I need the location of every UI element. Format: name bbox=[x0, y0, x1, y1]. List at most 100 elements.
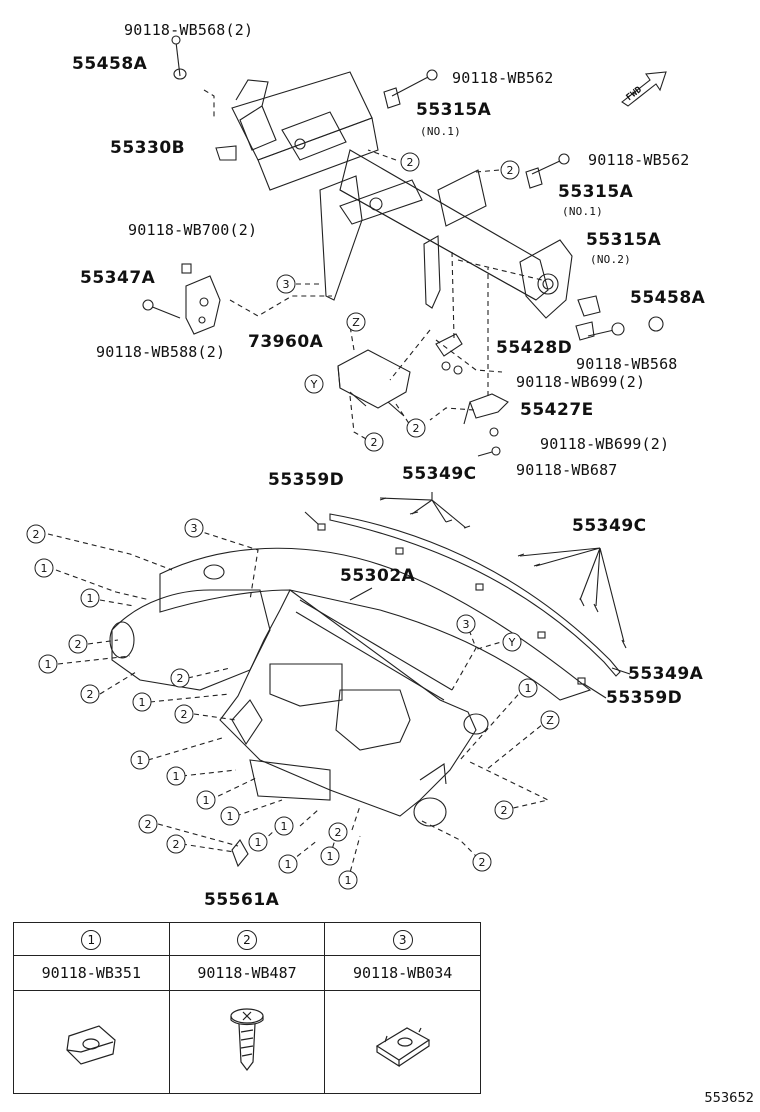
callout-two: 2 bbox=[472, 852, 492, 872]
legend-part-number: 90118-WB034 bbox=[324, 955, 481, 991]
screw-grommet-icon bbox=[230, 1008, 264, 1071]
svg-text:Z: Z bbox=[546, 714, 554, 727]
callout-two: 2 bbox=[68, 634, 88, 654]
clip-nut-icon bbox=[66, 1025, 116, 1065]
svg-text:1: 1 bbox=[139, 696, 146, 709]
svg-text:2: 2 bbox=[507, 164, 514, 177]
svg-text:1: 1 bbox=[281, 820, 288, 833]
u-nut-icon bbox=[375, 1027, 430, 1068]
callout-three: 3 bbox=[456, 614, 476, 634]
callout-two: 2 bbox=[500, 160, 520, 180]
label-73960a: 73960A bbox=[248, 332, 324, 352]
label-90118-wb699-a: 90118-WB699(2) bbox=[516, 373, 646, 391]
callout-y: Y bbox=[304, 374, 324, 394]
callout-z: Z bbox=[346, 312, 366, 332]
callout-two: 2 bbox=[26, 524, 46, 544]
label-no1-b: (NO.1) bbox=[562, 205, 603, 218]
label-55458a-right: 55458A bbox=[630, 288, 706, 308]
callout-two: 2 bbox=[406, 418, 426, 438]
label-90118-wb562-a: 90118-WB562 bbox=[452, 69, 554, 87]
leader-lines-callouts bbox=[47, 529, 550, 881]
svg-text:1: 1 bbox=[87, 592, 94, 605]
svg-text:2: 2 bbox=[371, 436, 378, 449]
svg-text:2: 2 bbox=[177, 672, 184, 685]
label-55349a: 55349A bbox=[628, 664, 704, 684]
callout-two: 2 bbox=[400, 152, 420, 172]
svg-text:Y: Y bbox=[310, 378, 318, 391]
callout-three: 3 bbox=[184, 518, 204, 538]
callout-y: Y bbox=[502, 632, 522, 652]
legend-symbol: 3 bbox=[392, 929, 413, 950]
svg-text:1: 1 bbox=[345, 874, 352, 887]
callout-two: 2 bbox=[170, 668, 190, 688]
callout-one: 1 bbox=[320, 846, 340, 866]
label-90118-wb568: 90118-WB568 bbox=[576, 355, 678, 373]
label-55315a-1: 55315A bbox=[416, 100, 492, 120]
fwd-arrow-icon bbox=[621, 71, 667, 107]
callout-two: 2 bbox=[364, 432, 384, 452]
svg-text:1: 1 bbox=[203, 794, 210, 807]
label-55349c-top: 55349C bbox=[402, 464, 477, 484]
svg-text:1: 1 bbox=[45, 658, 52, 671]
label-90118-wb699-b: 90118-WB699(2) bbox=[540, 435, 670, 453]
svg-text:2: 2 bbox=[413, 422, 420, 435]
legend-symbol-cell: 2 bbox=[168, 922, 326, 956]
callout-two: 2 bbox=[328, 822, 348, 842]
reinforcement-beam bbox=[215, 71, 573, 319]
label-90118-wb687: 90118-WB687 bbox=[516, 461, 618, 479]
legend-image-cell bbox=[324, 990, 481, 1094]
svg-text:1: 1 bbox=[525, 682, 532, 695]
label-90118-wb700-2: 90118-WB700(2) bbox=[128, 221, 258, 239]
legend-image-cell bbox=[168, 990, 326, 1094]
legend-symbol-cell: 1 bbox=[13, 922, 170, 956]
svg-text:2: 2 bbox=[407, 156, 414, 169]
legend-symbol-cell: 3 bbox=[324, 922, 481, 956]
callout-one: 1 bbox=[220, 806, 240, 826]
legend-image-cell bbox=[13, 990, 170, 1094]
label-55561a: 55561A bbox=[204, 890, 280, 910]
svg-text:2: 2 bbox=[181, 708, 188, 721]
svg-text:1: 1 bbox=[327, 850, 334, 863]
svg-text:3: 3 bbox=[283, 278, 290, 291]
garnish-55349a bbox=[329, 513, 621, 677]
label-55315a-2: 55315A bbox=[558, 182, 634, 202]
legend-part-number: 90118-WB351 bbox=[13, 955, 170, 991]
callout-one: 1 bbox=[80, 588, 100, 608]
svg-text:2: 2 bbox=[335, 826, 342, 839]
callout-one: 1 bbox=[248, 832, 268, 852]
callout-two: 2 bbox=[494, 800, 514, 820]
callout-one: 1 bbox=[518, 678, 538, 698]
label-55315a-3: 55315A bbox=[586, 230, 662, 250]
label-55330b: 55330B bbox=[110, 138, 186, 158]
label-55349c-right: 55349C bbox=[572, 516, 647, 536]
svg-text:3: 3 bbox=[463, 618, 470, 631]
label-55359d-bottom: 55359D bbox=[606, 688, 683, 708]
callout-one: 1 bbox=[274, 816, 294, 836]
label-90118-wb562-b: 90118-WB562 bbox=[588, 151, 690, 169]
svg-text:1: 1 bbox=[255, 836, 262, 849]
diagram-code: 553652 bbox=[704, 1091, 754, 1106]
callout-one: 1 bbox=[130, 750, 150, 770]
svg-text:1: 1 bbox=[137, 754, 144, 767]
airbag-73960a bbox=[337, 349, 411, 417]
svg-text:2: 2 bbox=[145, 818, 152, 831]
svg-text:Z: Z bbox=[352, 316, 360, 329]
leader-lines-lower bbox=[304, 492, 631, 699]
label-55428d: 55428D bbox=[496, 338, 573, 358]
bracket-55347a bbox=[185, 275, 221, 335]
label-55347a: 55347A bbox=[80, 268, 156, 288]
svg-text:Y: Y bbox=[508, 636, 516, 649]
label-90118-wb588-2: 90118-WB588(2) bbox=[96, 343, 226, 361]
legend-part-number: 90118-WB487 bbox=[168, 955, 326, 991]
callout-one: 1 bbox=[278, 854, 298, 874]
callout-one: 1 bbox=[166, 766, 186, 786]
instrument-panel-55302a bbox=[109, 547, 592, 868]
svg-text:2: 2 bbox=[501, 804, 508, 817]
callout-two: 2 bbox=[138, 814, 158, 834]
callout-two: 2 bbox=[174, 704, 194, 724]
svg-text:3: 3 bbox=[191, 522, 198, 535]
callout-one: 1 bbox=[338, 870, 358, 890]
